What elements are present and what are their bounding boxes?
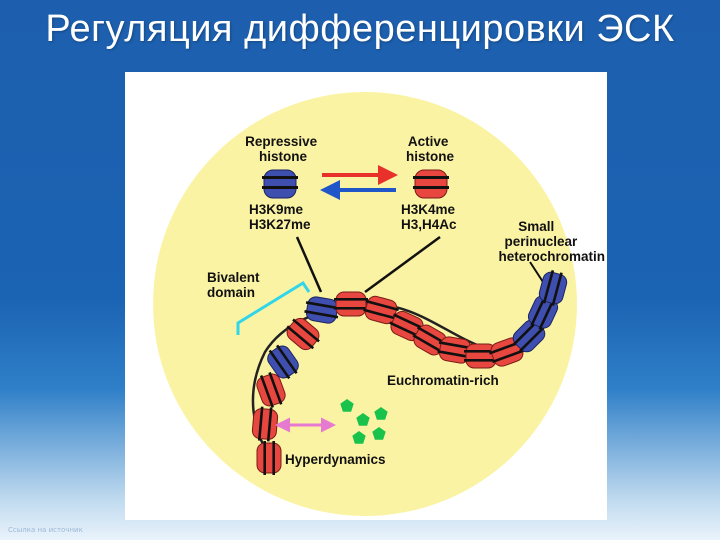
chromatin-factor-pentagon <box>356 413 370 426</box>
active-pointer-line <box>364 235 441 294</box>
active-histone-icon <box>413 169 449 199</box>
active-nucleosome <box>363 295 399 325</box>
repressive-marks-label: H3K9me H3K27me <box>249 202 311 232</box>
repressive-nucleosome <box>304 296 340 324</box>
repressive-nucleosome <box>538 270 568 306</box>
slide-title: Регуляция дифференцировки ЭСК <box>45 8 675 50</box>
repressive-nucleosome <box>512 319 546 353</box>
chromatin-diagram: Repressive histone Active histone H3K9me… <box>153 92 605 516</box>
chromatin-figure: Repressive histone Active histone H3K9me… <box>125 72 607 520</box>
active-nucleosome <box>286 317 320 351</box>
active-nucleosome <box>334 291 368 317</box>
active-nucleosome <box>389 310 425 342</box>
repressive-nucleosome <box>267 344 299 380</box>
active-nucleosome <box>256 441 282 475</box>
bivalent-bracket <box>236 280 311 335</box>
nucleosome-chain <box>251 270 568 475</box>
repressive-nucleosome <box>527 294 559 330</box>
active-nucleosome <box>251 406 279 442</box>
bivalent-domain-label: Bivalent domain <box>207 270 263 300</box>
active-marks-label: H3K4me H3,H4Ac <box>401 202 459 232</box>
active-nucleosome <box>437 336 473 364</box>
chromatin-factor-pentagon <box>372 427 386 440</box>
repressive-histone-label: Repressive histone <box>245 134 321 164</box>
chromatin-factors <box>340 399 388 444</box>
repressive-histone-icon <box>262 169 298 199</box>
heterochromatin-label: Small perinuclear heterochromatin <box>498 219 605 264</box>
chromatin-factor-pentagon <box>352 431 366 444</box>
active-nucleosome <box>464 343 498 369</box>
heterochromatin-pointer-line <box>529 261 544 283</box>
footer-mark: Ссылка на источник <box>8 526 83 534</box>
active-nucleosome <box>256 371 286 408</box>
chromatin-factor-pentagon <box>340 399 354 412</box>
chromatin-factor-pentagon <box>374 407 388 420</box>
active-histone-label: Active histone <box>406 134 454 164</box>
hyperdynamics-label: Hyperdynamics <box>285 452 386 467</box>
repressive-pointer-line <box>295 236 323 293</box>
euchromatin-label: Euchromatin-rich <box>387 373 499 388</box>
